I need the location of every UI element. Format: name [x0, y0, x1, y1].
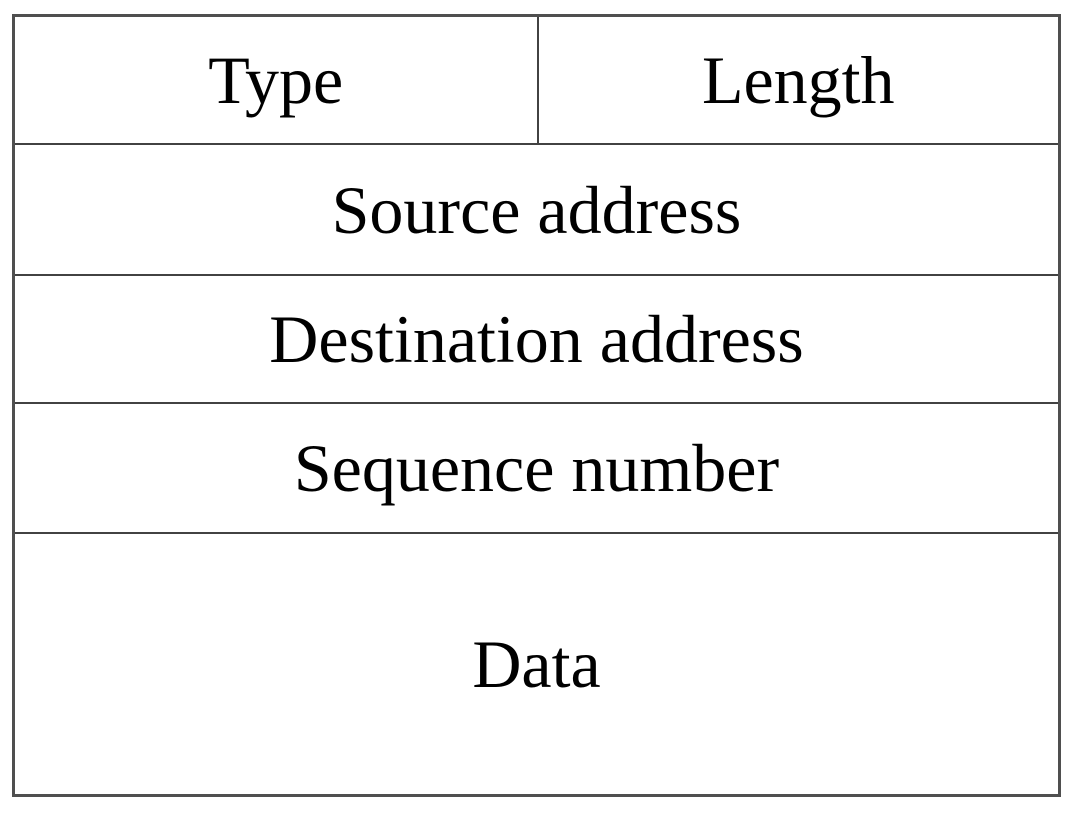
field-cell-data: Data	[15, 534, 1058, 794]
field-cell-sequence-number: Sequence number	[15, 404, 1058, 532]
packet-table: Type Length Source address Destination a…	[12, 14, 1061, 797]
field-cell-type: Type	[15, 17, 537, 143]
row-data: Data	[15, 532, 1058, 794]
row-destination-address: Destination address	[15, 274, 1058, 402]
row-sequence-number: Sequence number	[15, 402, 1058, 532]
field-cell-destination-address: Destination address	[15, 276, 1058, 402]
row-source-address: Source address	[15, 143, 1058, 274]
field-cell-source-address: Source address	[15, 145, 1058, 274]
row-type-length: Type Length	[15, 17, 1058, 143]
field-cell-length: Length	[536, 17, 1058, 143]
